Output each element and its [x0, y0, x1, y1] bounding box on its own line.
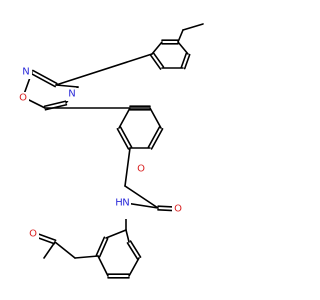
- bond-34: [74, 255, 99, 259]
- amide-oxygen-label: O: [174, 204, 182, 215]
- bond-28-double-0: [95, 236, 106, 257]
- bond-23: [124, 185, 159, 209]
- bond-20-double-1: [147, 126, 161, 148]
- bond-22: [124, 147, 131, 187]
- bond-29: [97, 255, 109, 277]
- bond-31: [128, 257, 140, 277]
- ether-oxygen-label: O: [137, 164, 145, 175]
- bond-20-double-0: [150, 128, 164, 150]
- oxadiazole-n2-label: N: [22, 67, 29, 78]
- molecule-structure: N O N O O N H O: [17, 23, 204, 279]
- bond-3: [151, 41, 163, 55]
- bond-9-double-1: [30, 72, 56, 88]
- bond-4-double-0: [149, 54, 162, 70]
- bond-25: [125, 202, 159, 209]
- bond-36: [43, 241, 56, 259]
- bond-0: [182, 23, 204, 31]
- amide-nitrogen-label: N: [122, 198, 129, 209]
- bond-12-double-1: [43, 100, 67, 108]
- bond-4-double-1: [152, 52, 165, 68]
- ketone-oxygen-label: O: [29, 229, 37, 240]
- bond-1: [177, 29, 184, 43]
- bond-14: [55, 84, 79, 88]
- bond-6-double-0: [183, 53, 191, 70]
- bond-27: [105, 229, 127, 239]
- bond-9-double-0: [32, 69, 58, 85]
- bonds: [22, 23, 204, 279]
- bond-6-double-1: [180, 52, 188, 69]
- bond-18-double-0: [116, 128, 130, 150]
- bond-32-double-0: [129, 240, 142, 258]
- atom-labels: N O N O O N H O: [17, 66, 184, 241]
- bond-28-double-1: [98, 237, 109, 258]
- bond-33: [125, 229, 130, 243]
- bond-35: [54, 241, 76, 259]
- amide-hydrogen-label: H: [115, 198, 123, 209]
- bond-18-double-1: [119, 126, 133, 148]
- bond-21: [149, 107, 162, 129]
- oxadiazole-n4-label: N: [68, 89, 75, 100]
- bond-7: [177, 41, 189, 55]
- bond-17: [118, 107, 131, 129]
- bond-8: [55, 53, 153, 86]
- bond-32-double-1: [126, 242, 139, 260]
- oxadiazole-o1-label: O: [19, 93, 27, 104]
